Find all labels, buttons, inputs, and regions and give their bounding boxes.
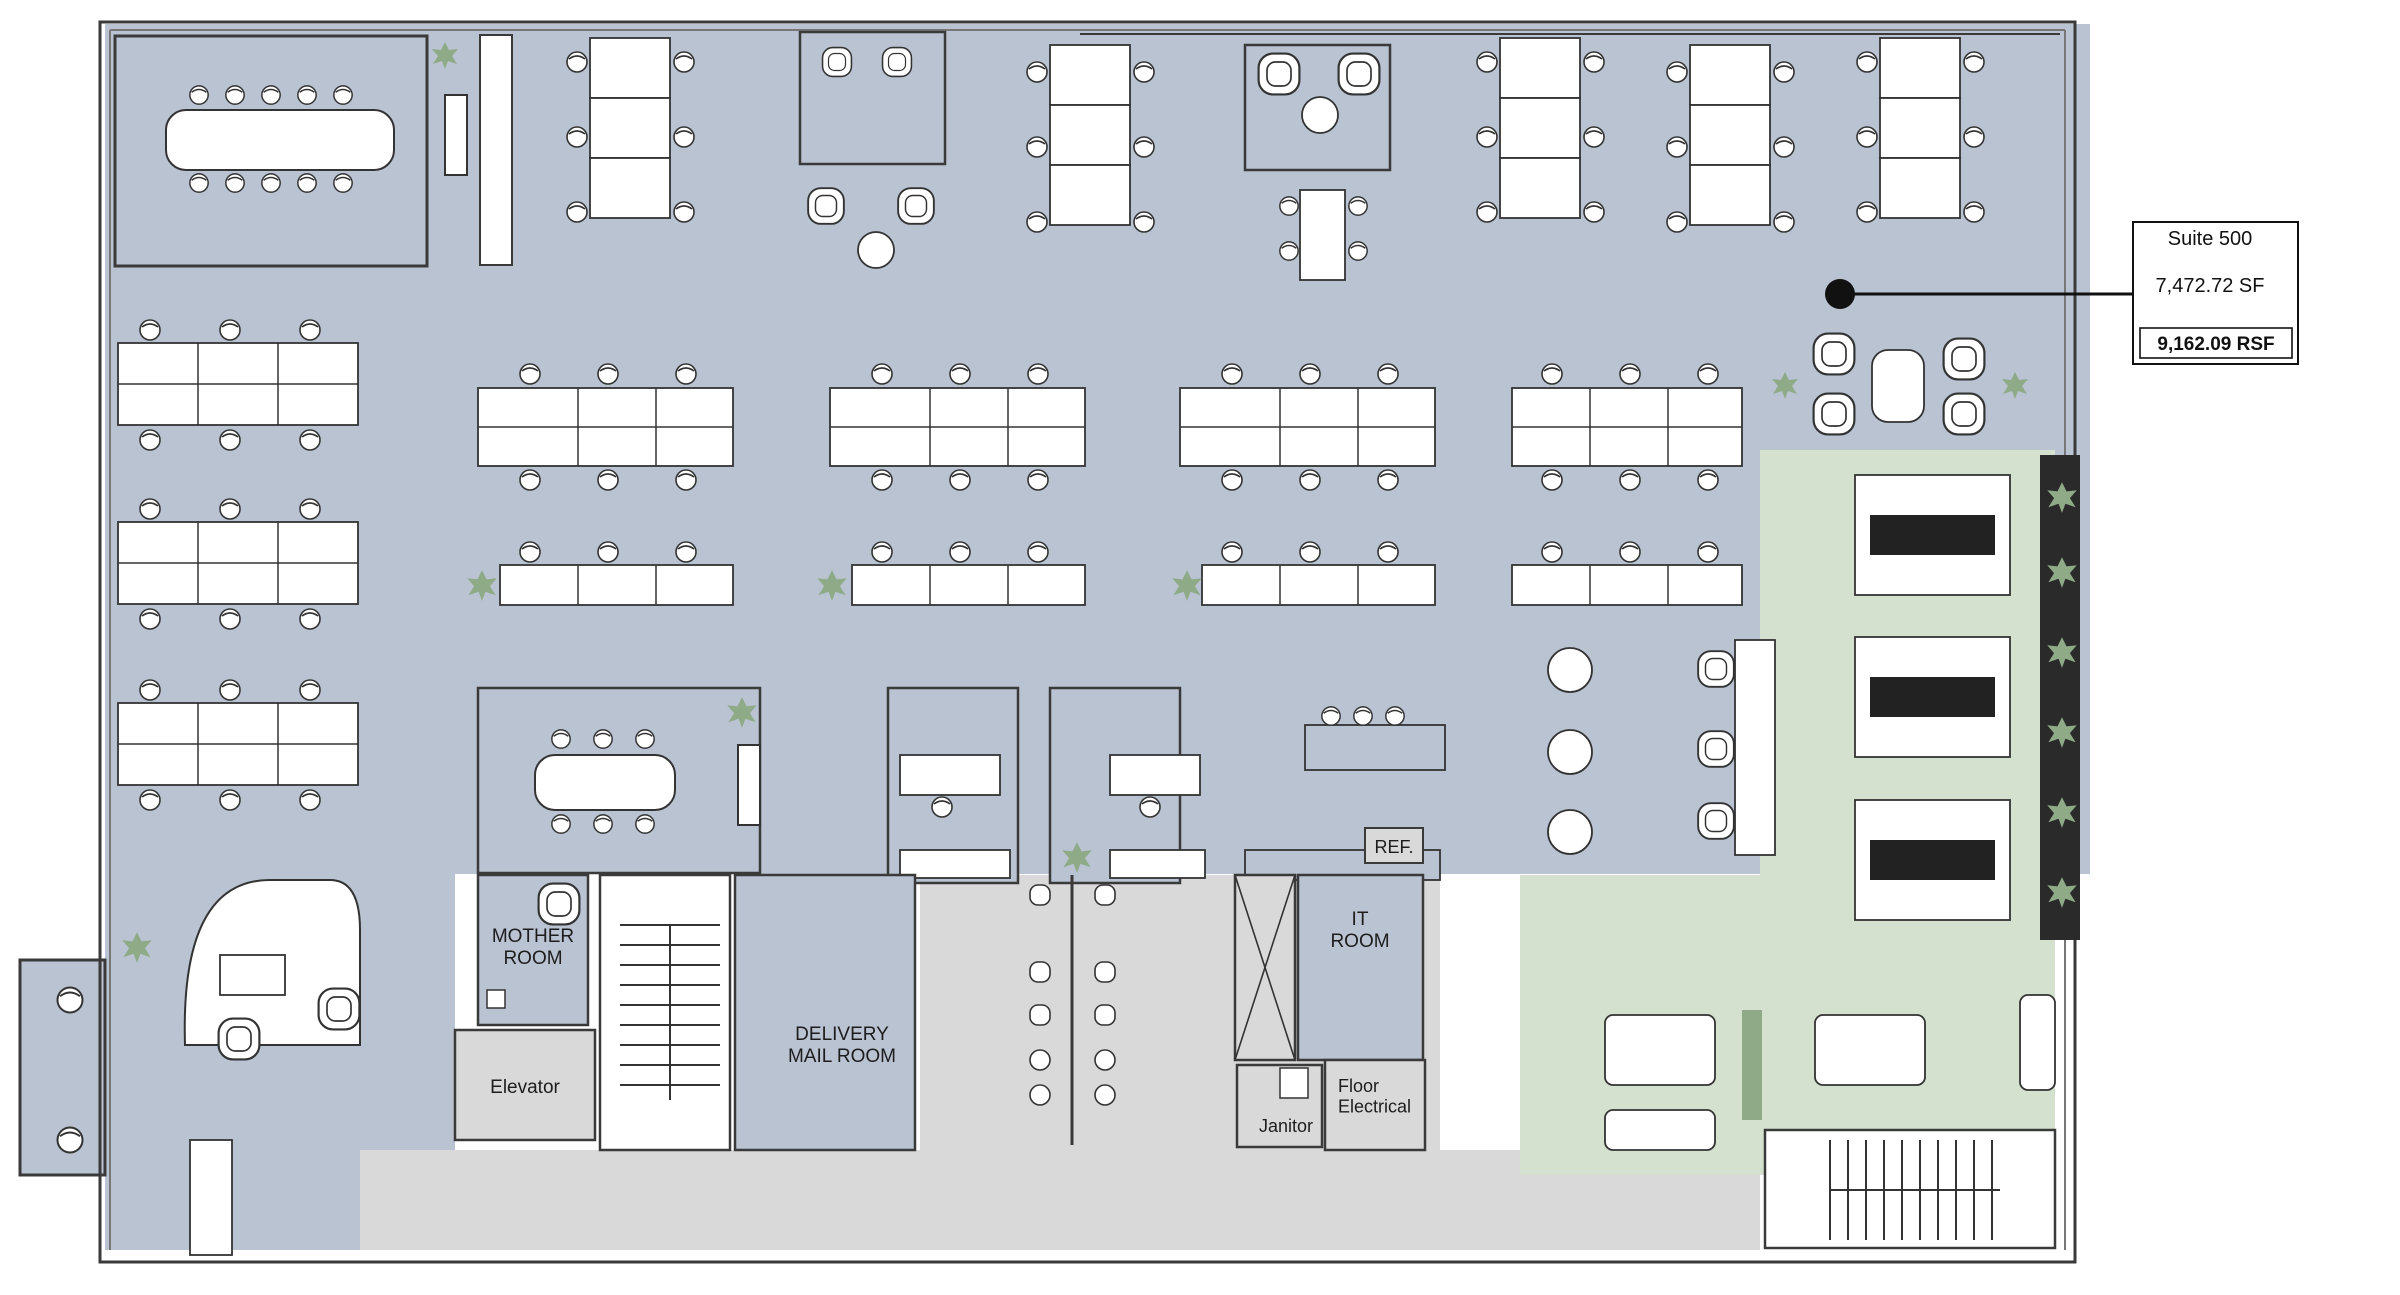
- restrooms: [1029, 884, 1116, 1106]
- callout-marker: [1825, 279, 1855, 309]
- delivery-mail-room: [733, 873, 917, 1152]
- it-room: [1296, 873, 1425, 1062]
- conference-table: [165, 109, 395, 171]
- workstations-left: [117, 342, 359, 786]
- workstations-top: [589, 37, 1961, 226]
- suite-name: Suite 500: [2168, 228, 2253, 250]
- cafe-booth: [1697, 639, 1776, 856]
- ref-area: [1364, 827, 1424, 864]
- cafe-long-tables: [1854, 474, 2011, 921]
- suite-area-rsf: 9,162.09 RSF: [2157, 334, 2274, 355]
- cafe-square-tables: [1604, 994, 2056, 1151]
- phone-room-1: [798, 30, 947, 166]
- planter-strip: [2040, 455, 2080, 940]
- suite-callout: Suite 500 7,472.72 SF 9,162.09 RSF: [2132, 221, 2299, 365]
- label-elevator: Elevator: [490, 1077, 560, 1098]
- label-ref: REF.: [1374, 837, 1413, 857]
- lounge-seating: [1812, 332, 1986, 436]
- suite-area-sf: 7,472.72 SF: [2156, 275, 2265, 297]
- floor-electrical-room: [1323, 1058, 1427, 1152]
- stairwell-left: [598, 873, 732, 1152]
- label-janitor: Janitor: [1259, 1116, 1313, 1136]
- cafe-tables-round: [1547, 647, 1593, 855]
- elevator: [453, 1028, 597, 1142]
